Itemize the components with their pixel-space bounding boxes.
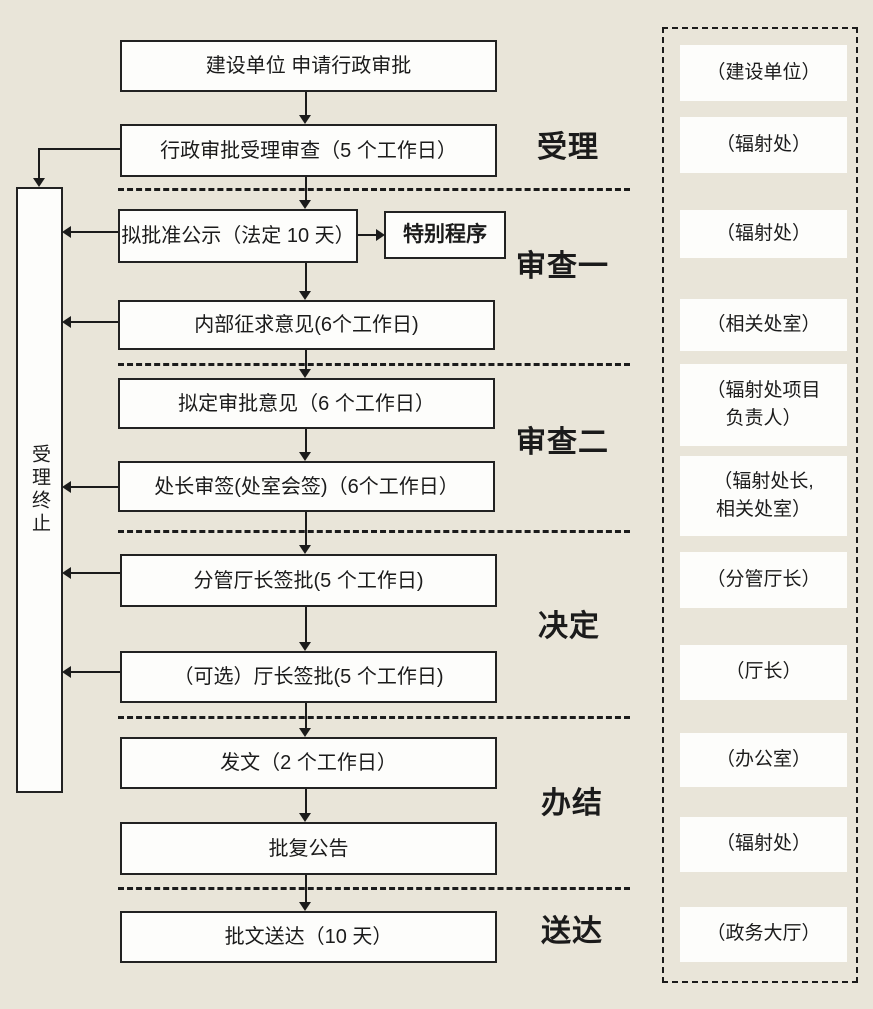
flow-arrow-line-2 [305, 177, 307, 200]
stage-separator-5 [118, 887, 630, 890]
terminate-box-label: 受理终止 [29, 444, 50, 536]
role-box-radiation-division-3: （辐射处） [680, 817, 847, 872]
flow-arrow-line-3 [305, 263, 307, 291]
step-director-sign-label: （可选）厅长签批(5 个工作日) [173, 666, 444, 688]
flow-arrow-line-6 [305, 512, 307, 545]
flow-arrowhead-4 [299, 369, 311, 378]
role-box-radiation-division-2: （辐射处） [680, 210, 847, 258]
step-issue-document-label: 发文（2 个工作日） [220, 752, 397, 774]
flow-arrow-line-5 [305, 429, 307, 452]
flow-arrowhead-5 [299, 452, 311, 461]
terminate-arrow-line-1 [71, 231, 118, 233]
step-announcement-box: 批复公告 [120, 822, 497, 875]
role-box-division-chief: （辐射处长, 相关处室） [680, 456, 847, 536]
terminate-arrowhead-5 [62, 666, 71, 678]
flow-arrowhead-6 [299, 545, 311, 554]
terminate-arrow-line-5 [71, 671, 120, 673]
flow-arrowhead-3 [299, 291, 311, 300]
step-draft-opinion-box: 拟定审批意见（6 个工作日） [118, 378, 495, 429]
step-internal-comments-label: 内部征求意见(6个工作日) [194, 314, 419, 336]
terminate-box: 受理终止 [16, 187, 63, 793]
stage-label-delivery: 送达 [541, 915, 603, 948]
flow-arrowhead-9 [299, 813, 311, 822]
special-procedure-arrow-line [358, 234, 376, 236]
terminate-arrowhead-4 [62, 567, 71, 579]
role-box-general-office: （办公室） [680, 733, 847, 787]
step-deputy-director-sign-box: 分管厅长签批(5 个工作日) [120, 554, 497, 607]
stage-separator-2 [118, 363, 630, 366]
flow-arrow-line-7 [305, 607, 307, 642]
flow-arrow-line-4 [305, 350, 307, 369]
step-division-chief-sign-label: 处长审签(处室会签)（6个工作日） [154, 475, 459, 498]
terminate-arrowhead-2 [62, 316, 71, 328]
flow-arrowhead-8 [299, 728, 311, 737]
step-internal-comments-box: 内部征求意见(6个工作日) [118, 300, 495, 350]
flow-arrowhead-1 [299, 115, 311, 124]
step-director-sign-box: （可选）厅长签批(5 个工作日) [120, 651, 497, 703]
role-box-service-hall: （政务大厅） [680, 907, 847, 962]
step-acceptance-review-label: 行政审批受理审查（5 个工作日） [160, 139, 457, 162]
stage-separator-3 [118, 530, 630, 533]
step-division-chief-sign-box: 处长审签(处室会签)（6个工作日） [118, 461, 495, 512]
terminate-route-arrowhead [33, 178, 45, 187]
step-issue-document-box: 发文（2 个工作日） [120, 737, 497, 789]
stage-label-acceptance: 受理 [537, 131, 599, 164]
stage-separator-1 [118, 188, 630, 191]
stage-label-review-2: 审查二 [516, 426, 609, 459]
roles-container [662, 27, 858, 983]
stage-label-review-1: 审查一 [516, 250, 609, 283]
step-acceptance-review-box: 行政审批受理审查（5 个工作日） [120, 124, 497, 177]
terminate-arrow-line-2 [71, 321, 118, 323]
role-box-related-divisions: （相关处室） [680, 299, 847, 351]
stage-label-completion: 办结 [541, 787, 603, 820]
role-box-construction-unit: （建设单位） [680, 45, 847, 101]
role-box-radiation-division-1: （辐射处） [680, 117, 847, 173]
flow-arrow-line-8 [305, 703, 307, 728]
terminate-arrow-line-3 [71, 486, 118, 488]
role-box-project-manager: （辐射处项目 负责人） [680, 364, 847, 446]
stage-separator-4 [118, 716, 630, 719]
flow-arrowhead-10 [299, 902, 311, 911]
terminate-arrowhead-1 [62, 226, 71, 238]
step-deputy-director-sign-label: 分管厅长签批(5 个工作日) [193, 569, 424, 592]
flow-arrowhead-2 [299, 200, 311, 209]
terminate-arrow-line-4 [71, 572, 120, 574]
flow-arrow-line-10 [305, 875, 307, 902]
step-delivery-label: 批文送达（10 天） [224, 926, 393, 948]
special-procedure-box: 特别程序 [384, 211, 506, 259]
special-procedure-arrowhead [376, 229, 385, 241]
step-apply-label: 建设单位 申请行政审批 [205, 55, 412, 77]
step-publicity-box: 拟批准公示（法定 10 天） [118, 209, 358, 263]
terminate-route-hline [39, 148, 120, 150]
role-box-director: （厅长） [680, 645, 847, 700]
special-procedure-label: 特别程序 [403, 223, 487, 247]
role-box-deputy-director: （分管厅长） [680, 552, 847, 608]
terminate-arrowhead-3 [62, 481, 71, 493]
step-publicity-label: 拟批准公示（法定 10 天） [121, 225, 355, 247]
flow-arrow-line-1 [305, 92, 307, 115]
terminate-route-vline [38, 148, 40, 178]
stage-label-decision: 决定 [538, 610, 600, 643]
flow-arrowhead-7 [299, 642, 311, 651]
step-delivery-box: 批文送达（10 天） [120, 911, 497, 963]
step-draft-opinion-label: 拟定审批意见（6 个工作日） [178, 392, 435, 415]
step-apply-box: 建设单位 申请行政审批 [120, 40, 497, 92]
flow-arrow-line-9 [305, 789, 307, 813]
step-announcement-label: 批复公告 [268, 837, 349, 860]
